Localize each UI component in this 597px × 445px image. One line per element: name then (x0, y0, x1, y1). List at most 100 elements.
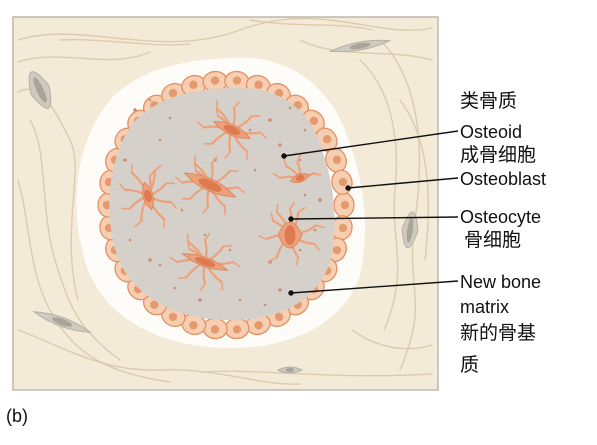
osteocyte-process (194, 154, 196, 165)
label-osteocyte-en: Osteocyte (460, 207, 542, 227)
osteocyte-process (165, 182, 175, 185)
osteoblast-nucleus (102, 200, 112, 210)
matrix-granule (288, 106, 292, 110)
collagen-fiber (351, 329, 433, 350)
fibroblast-nucleus (33, 77, 47, 103)
matrix-granule (268, 118, 272, 122)
label-osteocyte-zh: 骨细胞 (464, 229, 522, 251)
fibroblast-nucleus (349, 42, 371, 50)
collagen-fiber (249, 19, 373, 31)
osteocyte-process (297, 206, 306, 214)
fibroblast-nucleus (406, 217, 414, 243)
osteocyte-process (250, 115, 261, 118)
fibroblast-nucleus (285, 367, 295, 373)
osteoblast-nucleus (309, 116, 319, 125)
leader-osteoid (283, 130, 459, 157)
osteoblast-nucleus (338, 223, 348, 233)
osteocyte-process (118, 182, 126, 191)
osteocyte-process (203, 142, 214, 145)
matrix-granule (168, 116, 172, 120)
osteocyte-process (313, 243, 320, 252)
osteoblast (224, 70, 250, 93)
matrix-granule (173, 286, 177, 290)
osteocyte-process (283, 157, 288, 168)
matrix-granule (123, 158, 127, 162)
collagen-fiber (17, 51, 151, 63)
osteocyte-process (215, 107, 219, 117)
osteocyte-process (233, 101, 240, 109)
matrix-granule (158, 138, 162, 142)
osteoblast-nucleus (274, 312, 284, 322)
osteocyte-process (175, 176, 183, 184)
matrix-granule (128, 238, 132, 242)
matrix-granule (313, 228, 317, 232)
collagen-fiber (17, 179, 171, 383)
label-matrix-zh-2: 质 (460, 354, 480, 376)
matrix-granule (133, 108, 137, 112)
fibroblast (401, 211, 419, 249)
osteoblast-nucleus (332, 155, 342, 165)
osteocyte-process (193, 162, 197, 172)
matrix-granule (148, 98, 152, 102)
osteocyte-nucleus (295, 174, 305, 182)
osteocyte (118, 164, 178, 228)
osteocyte-process (228, 170, 239, 173)
osteocyte-process (202, 206, 209, 214)
osteocyte-process (181, 197, 192, 200)
fibroblast (28, 71, 52, 109)
osteoblast-nucleus (189, 80, 198, 89)
osteocyte-process (199, 283, 206, 292)
label-matrix-en-1: New bone (460, 272, 542, 292)
leader-osteocyte (290, 216, 459, 220)
osteoblast-nucleus (168, 88, 178, 98)
osteocyte (197, 99, 267, 161)
label-matrix-zh-1: 新的骨基 (460, 322, 537, 344)
matrix-granule (228, 248, 232, 252)
osteocyte-process (270, 212, 274, 222)
osteocyte-process (258, 235, 268, 240)
leader-lines (281, 130, 459, 296)
leader-osteoid-dot (281, 153, 287, 159)
osteocyte-process (237, 186, 245, 194)
osteocyte-process (170, 201, 178, 210)
osteocyte-process (232, 261, 241, 268)
osteocyte-process (246, 150, 248, 161)
osteocyte-process (197, 121, 205, 129)
matrix-granule (180, 208, 184, 212)
osteoblast-nucleus (338, 177, 348, 187)
matrix-granule (198, 298, 202, 302)
osteoblast-nucleus (189, 321, 198, 330)
osteocyte-process (224, 205, 226, 216)
osteocyte-process (216, 99, 218, 110)
osteocyte-process (169, 256, 178, 263)
fibroblast (276, 366, 304, 374)
osteocyte (258, 201, 325, 267)
osteoblast-nucleus (150, 300, 159, 309)
matrix-granule (298, 248, 302, 252)
collagen-fiber (17, 329, 301, 385)
osteocyte-process (259, 131, 267, 139)
fibroblast (328, 39, 392, 53)
matrix-granule (263, 303, 267, 307)
osteoblast (333, 192, 355, 218)
osteoblast-nucleus (210, 325, 220, 334)
matrix-granule (238, 298, 242, 302)
label-osteoid-zh: 类骨质 (460, 90, 518, 112)
osteocyte-process (315, 224, 325, 229)
osteocyte-process (268, 256, 278, 262)
label-osteoblast-zh: 成骨细胞 (460, 144, 537, 166)
osteocyte (272, 154, 322, 184)
osteoblast-nucleus (332, 245, 342, 255)
osteocyte-process (177, 276, 188, 280)
matrix-granule (303, 128, 307, 132)
leader-osteoblast (347, 177, 459, 189)
collagen-fiber (29, 119, 121, 361)
collagen-fiber (17, 17, 433, 43)
matrix-granule (158, 263, 162, 267)
osteocyte-process (295, 256, 300, 267)
osteocyte-process (153, 164, 162, 172)
osteocyte-cells (118, 99, 325, 292)
matrix-granule (278, 288, 282, 292)
osteocyte-nucleus (143, 189, 153, 203)
osteocyte-nucleus (198, 178, 222, 192)
